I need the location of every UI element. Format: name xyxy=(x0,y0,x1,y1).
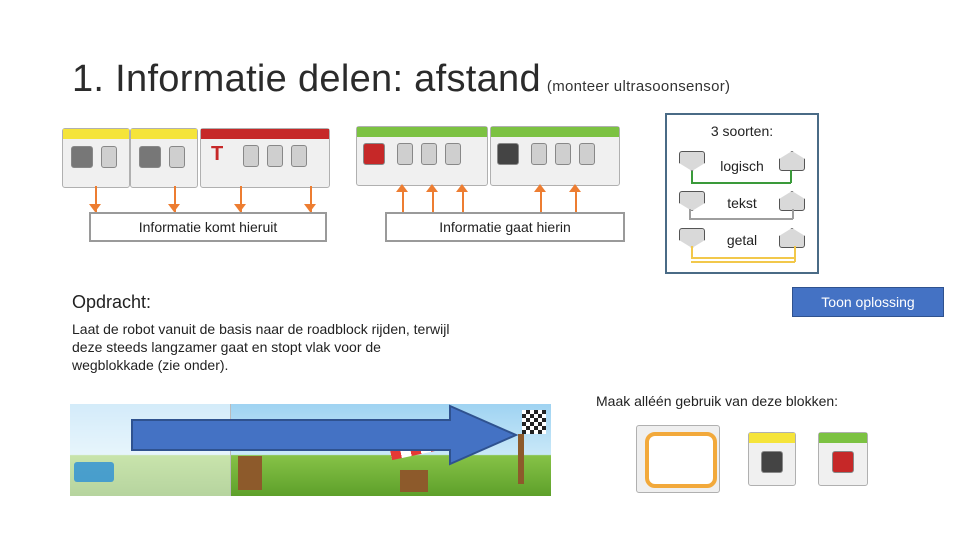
number-wire-2 xyxy=(691,261,795,263)
data-types-panel: 3 soorten: logisch tekst getal xyxy=(665,113,819,274)
motor-steering-icon-small xyxy=(832,451,854,473)
tank-input-c xyxy=(579,143,595,165)
brand-logo xyxy=(74,462,114,482)
type-getal-label: getal xyxy=(726,232,758,248)
checkered-flag xyxy=(522,410,546,434)
number-wire xyxy=(691,257,795,259)
use-blocks-text: Maak alléén gebruik van deze blokken: xyxy=(596,393,839,409)
ultrasonic-block-small xyxy=(748,432,796,486)
ultrasonic-measure-block xyxy=(130,128,198,188)
logic-wire xyxy=(691,182,791,184)
finish-sign xyxy=(518,434,524,484)
logic-input-port xyxy=(779,151,805,171)
arrow-right-icon xyxy=(131,404,519,466)
slide-title: 1. Informatie delen: afstand (monteer ult… xyxy=(72,58,730,101)
logic-output-port xyxy=(679,151,705,171)
in-label: Informatie gaat hierin xyxy=(385,212,625,242)
measure-icon xyxy=(169,146,185,168)
steering-block-small xyxy=(818,432,868,486)
power-input xyxy=(421,143,437,165)
ultrasonic-sensor-icon xyxy=(71,146,93,168)
loop-block xyxy=(636,425,720,493)
logic-wire-left xyxy=(691,171,693,183)
wooden-sign xyxy=(400,470,428,492)
ultrasonic-sensor-icon-2 xyxy=(139,146,161,168)
ultrasonic-compare-block xyxy=(62,128,130,188)
text-input-port xyxy=(779,191,805,211)
loop-block-icon xyxy=(645,432,717,488)
number-wire-left xyxy=(691,246,693,258)
slide-subtitle: (monteer ultrasoonsensor) xyxy=(546,78,731,95)
motor-steering-icon xyxy=(363,143,385,165)
type-tekst-label: tekst xyxy=(727,195,757,211)
text-input-b xyxy=(267,145,283,167)
text-output-port xyxy=(679,191,705,211)
number-wire-right xyxy=(794,246,796,262)
motor-block-group xyxy=(356,126,620,186)
tank-input-b xyxy=(555,143,571,165)
text-wire xyxy=(689,218,793,220)
out-label: Informatie komt hieruit xyxy=(89,212,327,242)
type-logisch-label: logisch xyxy=(720,158,764,174)
sensor-block-group: T xyxy=(62,128,330,188)
assignment-text: Laat de robot vanuit de basis naar de ro… xyxy=(72,321,450,373)
move-steering-block xyxy=(356,126,488,186)
number-input-port xyxy=(779,228,805,248)
text-block: T xyxy=(200,128,330,188)
compare-icon xyxy=(101,146,117,168)
steering-input xyxy=(397,143,413,165)
text-input-a xyxy=(243,145,259,167)
text-block-icon: T xyxy=(211,143,224,165)
slide-title-main: 1. Informatie delen: afstand xyxy=(72,58,541,100)
assignment-heading: Opdracht: xyxy=(72,292,152,312)
logic-wire-right xyxy=(790,170,792,183)
text-wire-left xyxy=(689,209,691,219)
rotations-input xyxy=(445,143,461,165)
motor-tank-icon xyxy=(497,143,519,165)
show-solution-button[interactable]: Toon oplossing xyxy=(792,287,944,317)
signpost xyxy=(238,456,262,490)
tank-input-a xyxy=(531,143,547,165)
text-wire-right xyxy=(792,209,794,219)
move-tank-block xyxy=(490,126,620,186)
text-input-c xyxy=(291,145,307,167)
data-types-header: 3 soorten: xyxy=(710,123,774,139)
ultrasonic-sensor-icon-small xyxy=(761,451,783,473)
